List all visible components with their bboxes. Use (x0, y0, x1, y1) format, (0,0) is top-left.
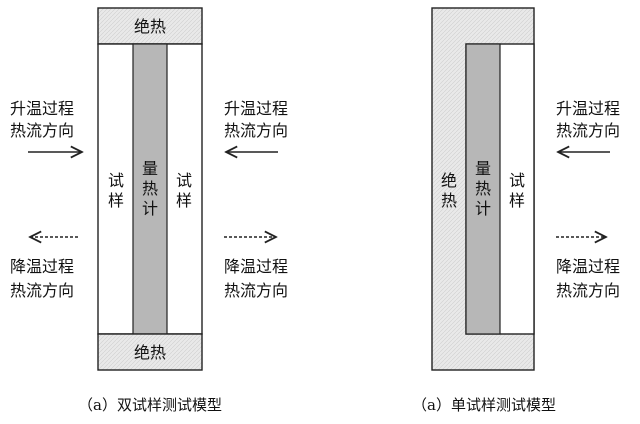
specimen-left-label-1: 试 (108, 171, 124, 190)
caption-single-model: （a）单试样测试模型 (412, 396, 556, 414)
insulation-side-label-1: 绝 (441, 171, 457, 190)
heating-process-label-right: 升温过程 (556, 99, 620, 118)
caption-double-model: （a）双试样测试模型 (78, 396, 222, 414)
heat-meter-label-2: 热 (142, 179, 158, 198)
single-specimen-label-1: 试 (509, 171, 525, 190)
cooling-heat-flow-label-left: 热流方向 (10, 281, 74, 300)
cooling-process-label-right: 降温过程 (556, 257, 620, 276)
specimen-right-label-1: 试 (176, 171, 192, 190)
single-heat-meter-label-1: 量 (475, 159, 491, 178)
heat-meter-strip (132, 43, 168, 335)
cooling-process-label-mid: 降温过程 (224, 257, 288, 276)
heat-meter-label-1: 量 (142, 159, 158, 178)
single-heat-meter-label-2: 热 (475, 179, 491, 198)
cooling-heat-flow-label-right: 热流方向 (556, 281, 620, 300)
heating-process-label-left: 升温过程 (10, 99, 74, 118)
heat-flow-direction-label-mid: 热流方向 (224, 121, 288, 140)
single-specimen-label-2: 样 (509, 191, 525, 210)
insulation-top-label: 绝热 (134, 17, 166, 36)
heating-process-label-mid: 升温过程 (224, 99, 288, 118)
specimen-right-label-2: 样 (176, 191, 192, 210)
cooling-heat-flow-label-mid: 热流方向 (224, 281, 288, 300)
heat-meter-label-3: 计 (142, 199, 158, 218)
specimen-left-label-2: 样 (108, 191, 124, 210)
insulation-bottom-label: 绝热 (134, 343, 166, 362)
single-heat-meter-strip (465, 43, 501, 335)
single-heat-meter-label-3: 计 (475, 199, 491, 218)
insulation-bottom-block (97, 333, 203, 371)
heat-flow-direction-label-left: 热流方向 (10, 121, 74, 140)
insulation-top-block (97, 7, 203, 45)
heat-flow-direction-label-right: 热流方向 (556, 121, 620, 140)
cooling-process-label-left: 降温过程 (10, 257, 74, 276)
insulation-side-label-2: 热 (441, 191, 457, 210)
single-specimen-model: 绝 热 量 热 计 试 样 (431, 7, 535, 371)
double-specimen-model: 绝热 试 样 量 热 计 试 样 绝热 (97, 7, 203, 371)
